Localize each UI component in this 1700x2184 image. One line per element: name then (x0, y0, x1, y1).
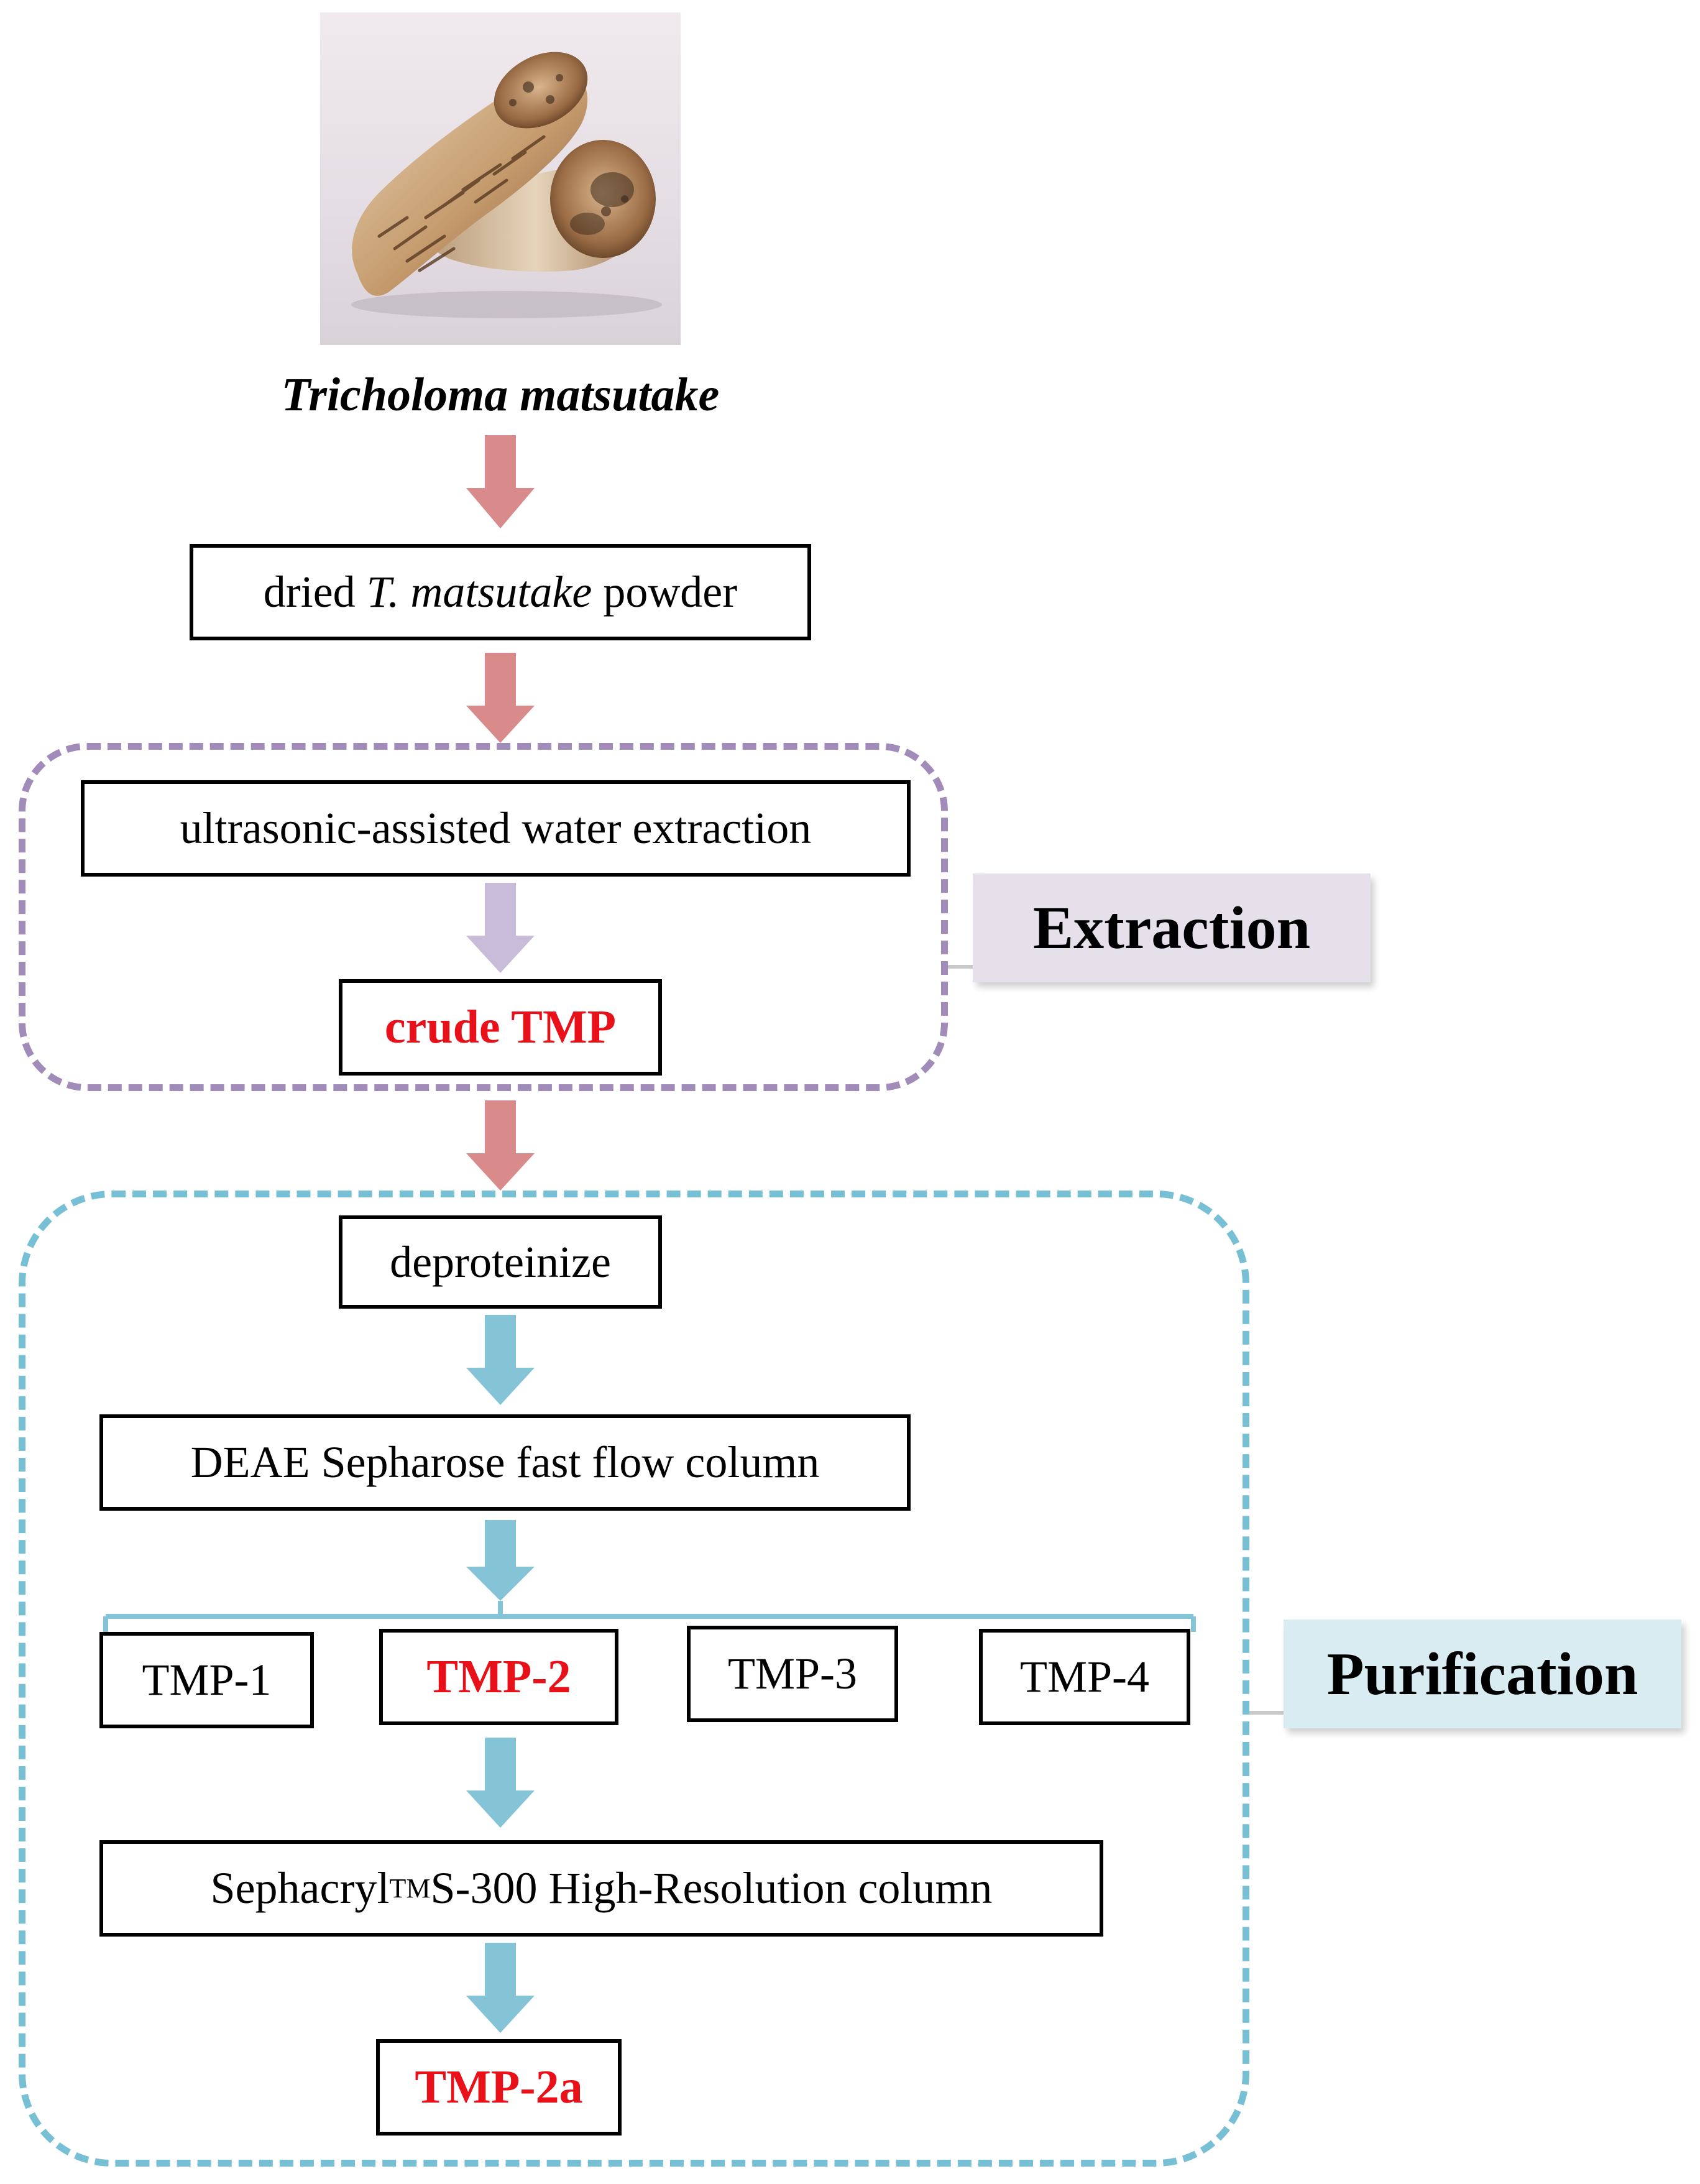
fraction-tmp1-box: TMP-1 (99, 1632, 314, 1728)
final-tmp2a-label: TMP-2a (415, 2061, 583, 2113)
deae-box: DEAE Sepharose fast flow column (99, 1414, 911, 1511)
fraction-bracket (103, 1601, 1196, 1632)
deae-label: DEAE Sepharose fast flow column (190, 1437, 820, 1487)
crude-tmp-label: crude TMP (384, 1001, 617, 1053)
fraction-tmp3-label: TMP-3 (727, 1649, 858, 1698)
powder-italic: T. matsutake (366, 567, 592, 617)
sephacryl-prefix: Sephacryl (210, 1863, 390, 1913)
purification-frame (19, 1191, 1249, 2167)
fraction-tmp2-label: TMP-2 (426, 1651, 571, 1703)
fraction-tmp2-box: TMP-2 (379, 1629, 618, 1725)
extraction-tag-label: Extraction (1032, 894, 1311, 962)
ultrasonic-box: ultrasonic-assisted water extraction (81, 780, 911, 877)
extraction-tag: Extraction (973, 873, 1371, 982)
powder-box: dried T. matsutake powder (190, 544, 811, 640)
fraction-tmp4-label: TMP-4 (1019, 1652, 1150, 1702)
ultrasonic-label: ultrasonic-assisted water extraction (180, 803, 812, 853)
arrow-crude-to-purification (466, 1100, 535, 1191)
arrow-species-to-powder (466, 435, 535, 528)
fraction-tmp4-box: TMP-4 (979, 1629, 1190, 1725)
deproteinize-box: deproteinize (339, 1215, 662, 1309)
purification-tag: Purification (1284, 1620, 1681, 1728)
arrow-tmp2-to-sephacryl (466, 1738, 535, 1828)
final-tmp2a-box: TMP-2a (376, 2039, 622, 2136)
arrow-deproteinize-to-deae (466, 1315, 535, 1405)
arrow-deae-to-fractions (466, 1520, 535, 1601)
arrow-powder-to-extraction (466, 653, 535, 743)
species-label: Tricholoma matsutake (281, 369, 720, 421)
purification-tag-label: Purification (1326, 1640, 1638, 1708)
deproteinize-label: deproteinize (390, 1237, 611, 1287)
fraction-tmp3-box: TMP-3 (687, 1626, 898, 1722)
sephacryl-suffix: S-300 High-Resolution column (430, 1863, 993, 1913)
powder-prefix: dried (263, 567, 367, 617)
powder-suffix: powder (592, 567, 738, 617)
mushroom-photo (320, 12, 681, 345)
fraction-tmp1-label: TMP-1 (142, 1655, 272, 1705)
arrow-sephacryl-to-final (466, 1943, 535, 2033)
arrow-ultrasonic-to-crude (466, 883, 535, 973)
crude-tmp-box: crude TMP (339, 979, 662, 1076)
extraction-frame (19, 743, 948, 1091)
